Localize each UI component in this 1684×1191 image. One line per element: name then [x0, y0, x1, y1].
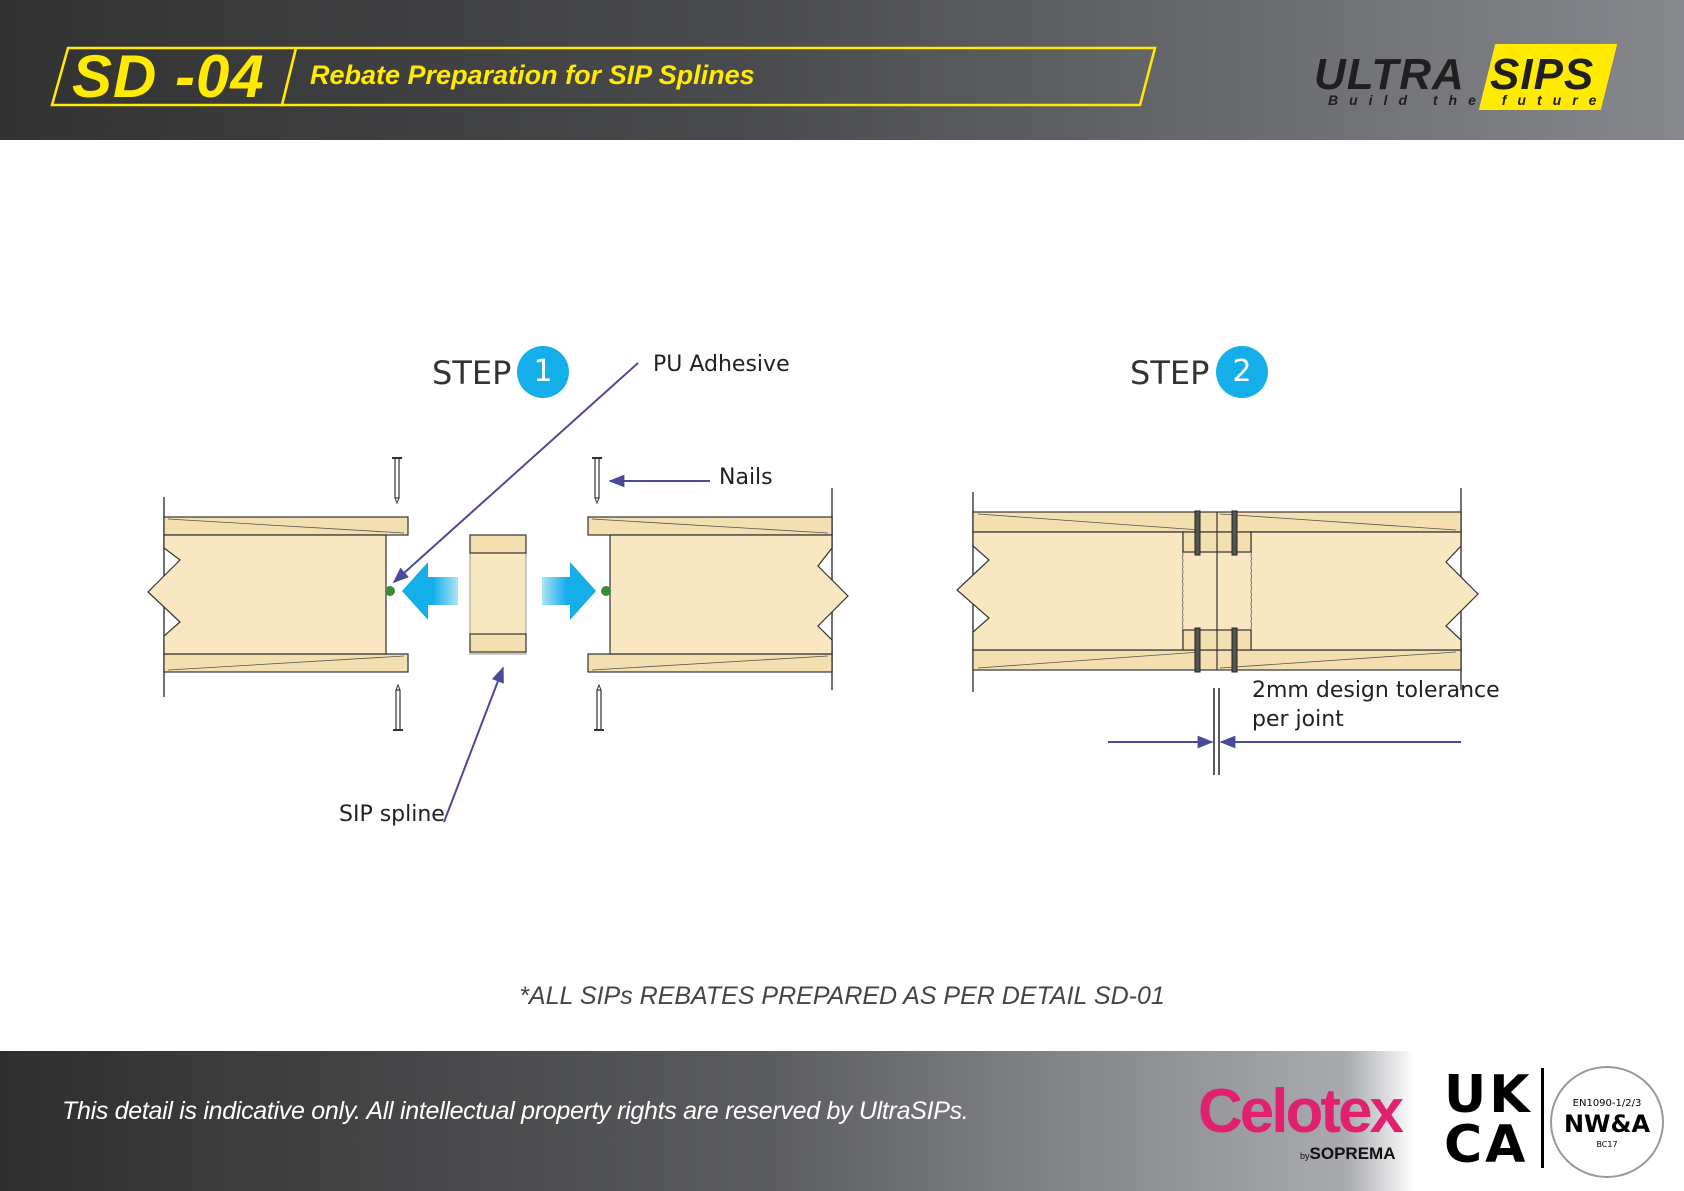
push-arrow-icon [402, 562, 458, 620]
page-title: Rebate Preparation for SIP Splines [310, 60, 755, 90]
nail-icon [393, 683, 403, 731]
leader-sip-spline [443, 666, 504, 823]
tolerance-dimension [1108, 688, 1461, 775]
ukca-divider [1541, 1068, 1544, 1168]
push-arrow-icon [542, 562, 596, 620]
soprema-word: SOPREMA [1309, 1144, 1396, 1163]
soprema-logo: bySOPREMA [1300, 1144, 1395, 1164]
label-sip-spline: SIP spline [339, 802, 445, 827]
nwa-code: BC17 [1596, 1140, 1618, 1149]
step2-label: STEP [1130, 354, 1210, 392]
nail-icon [592, 457, 602, 505]
logo-word-ultra: ULTRA [1314, 50, 1465, 99]
leader-pu-adhesive [392, 362, 639, 584]
nail-icon [594, 683, 604, 731]
nail-icon [392, 457, 402, 505]
detail-code: SD -04 [72, 43, 265, 110]
step1-left-panel [147, 497, 409, 697]
celotex-logo: Celotex [1198, 1077, 1404, 1146]
label-nails: Nails [719, 465, 773, 490]
logo-word-sips: SIPS [1490, 50, 1595, 99]
step-badge-icon: 2 [1216, 346, 1268, 398]
header-bar [0, 0, 1684, 140]
nwa-name: NW&A [1563, 1110, 1651, 1138]
disclaimer: This detail is indicative only. All inte… [62, 1097, 969, 1125]
ukca-mark: UK CA [1444, 1065, 1533, 1175]
detail-note: *ALL SIPs REBATES PREPARED AS PER DETAIL… [519, 982, 1165, 1010]
title-frame [50, 46, 1157, 107]
label-tolerance-line2: per joint [1252, 707, 1344, 732]
soprema-by: by [1300, 1151, 1310, 1161]
label-tolerance-line1: 2mm design tolerance [1252, 678, 1500, 703]
nail-icon [1194, 510, 1238, 673]
logo-tagline: Build the future [1328, 92, 1608, 108]
step1-label: STEP [432, 354, 512, 392]
adhesive-dot-icon [601, 586, 611, 596]
step2-joined-panel [956, 488, 1479, 692]
step1-right-panel [587, 488, 849, 690]
ukca-line1: UK [1444, 1065, 1533, 1125]
nwa-certification-badge: EN1090-1/2/3 NW&A BC17 [1550, 1066, 1664, 1178]
label-pu-adhesive: PU Adhesive [653, 352, 790, 377]
sip-spline [469, 534, 527, 655]
adhesive-dot-icon [385, 586, 395, 596]
nwa-standard: EN1090-1/2/3 [1572, 1098, 1642, 1109]
footer-bar [0, 1051, 1684, 1191]
step-badge-icon: 1 [517, 346, 569, 398]
ukca-line2: CA [1444, 1115, 1529, 1175]
